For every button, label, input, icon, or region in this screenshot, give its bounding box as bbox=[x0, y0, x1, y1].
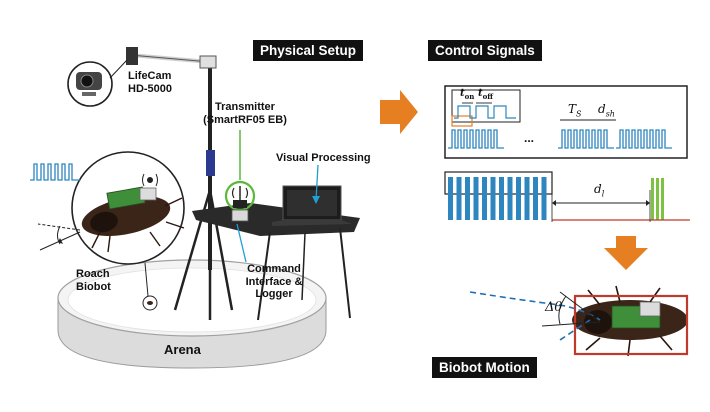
blue-burst-bar bbox=[524, 177, 530, 220]
dl-symbol: d bbox=[594, 182, 602, 196]
down-arrow bbox=[604, 236, 648, 270]
ts-subscript: S bbox=[576, 109, 582, 119]
label-command-interface: Command Interface & Logger bbox=[232, 263, 316, 301]
blue-burst-bar bbox=[448, 177, 453, 220]
label-transmitter: Transmitter (SmartRF05 EB) bbox=[190, 101, 300, 126]
zoomed-pulses bbox=[454, 105, 516, 119]
t-off-symbol: t bbox=[478, 88, 483, 99]
heading-line-b bbox=[541, 321, 601, 327]
blue-burst-bar bbox=[482, 177, 487, 220]
trajectory-branch bbox=[559, 319, 591, 341]
header-control-signals: Control Signals bbox=[428, 40, 542, 61]
t-on-subscript: on bbox=[464, 92, 475, 101]
visual-processing-leader bbox=[315, 164, 319, 201]
label-t-on: ton bbox=[460, 88, 474, 101]
laptop-icon bbox=[272, 185, 352, 226]
green-burst-pulses bbox=[651, 178, 664, 220]
label-roach-line2: Biobot bbox=[76, 280, 111, 293]
label-command-line1: Command bbox=[247, 263, 301, 275]
label-ellipsis: ... bbox=[524, 131, 535, 145]
roach-magnifier bbox=[37, 151, 185, 265]
label-command-line3: Logger bbox=[255, 288, 293, 301]
label-t-off: toff bbox=[478, 88, 493, 101]
label-ts: TS bbox=[568, 102, 582, 119]
green-burst-bar bbox=[656, 178, 659, 220]
header-physical-setup: Physical Setup bbox=[253, 40, 364, 61]
dl-arrow-left-head bbox=[552, 200, 556, 206]
blue-burst-bar bbox=[516, 177, 521, 220]
heading-line-a bbox=[559, 291, 601, 323]
detail-pulse-segment-b bbox=[558, 129, 614, 149]
left-pulse-train bbox=[30, 163, 80, 181]
angle-arc bbox=[558, 295, 567, 325]
magnifier-leader bbox=[144, 262, 149, 297]
label-lifecam: LifeCam HD-5000 bbox=[128, 70, 172, 95]
label-arena: Arena bbox=[164, 342, 201, 357]
label-transmitter-line2: (SmartRF05 EB) bbox=[203, 113, 287, 126]
detail-pulse-segment-a bbox=[448, 129, 504, 149]
label-transmitter-line1: Transmitter bbox=[215, 101, 275, 113]
label-dsh: dsh bbox=[598, 102, 615, 119]
zoom-pulse-segment bbox=[454, 105, 516, 119]
label-dl: dl bbox=[594, 182, 605, 199]
label-roach-line1: Roach bbox=[76, 268, 110, 280]
label-roach-biobot: Roach Biobot bbox=[76, 268, 111, 293]
camera-icon bbox=[67, 59, 128, 107]
biobot-motion-illustration bbox=[572, 285, 689, 357]
command-interface-leader bbox=[236, 223, 247, 263]
blue-burst-bar bbox=[465, 177, 470, 220]
measure-arrows bbox=[462, 102, 616, 121]
label-command-line2: Interface & bbox=[245, 275, 303, 288]
process-arrow bbox=[380, 90, 418, 134]
blue-burst-bar bbox=[507, 177, 513, 220]
dl-subscript: l bbox=[601, 189, 605, 199]
label-lifecam-line1: LifeCam bbox=[128, 70, 172, 82]
label-lifecam-line2: HD-5000 bbox=[128, 82, 173, 95]
header-biobot-motion: Biobot Motion bbox=[432, 357, 537, 378]
transmitter-icon bbox=[224, 130, 256, 222]
ts-symbol: T bbox=[568, 102, 577, 116]
label-visual-processing: Visual Processing bbox=[276, 152, 371, 164]
blue-burst-bar bbox=[533, 177, 538, 220]
roach-on-arena-icon bbox=[142, 295, 158, 311]
detail-pulse-segment-c bbox=[616, 129, 672, 149]
zoom-highlight bbox=[451, 115, 473, 127]
blue-burst-bar bbox=[473, 177, 479, 220]
visual-processing-arrow bbox=[312, 196, 320, 204]
blue-burst-bar bbox=[541, 177, 547, 220]
dsh-subscript: sh bbox=[605, 109, 615, 119]
green-burst-bar bbox=[661, 178, 664, 220]
blue-burst-pulses bbox=[448, 177, 547, 220]
detail-pulse-train bbox=[448, 129, 672, 149]
left-pulse-segment bbox=[30, 163, 80, 181]
label-delta-theta: Δθ bbox=[545, 300, 563, 315]
dsh-symbol: d bbox=[598, 102, 606, 116]
blue-burst-bar bbox=[490, 177, 496, 220]
dl-arrow-right-head bbox=[646, 200, 650, 206]
blue-burst-bar bbox=[456, 177, 462, 220]
t-on-symbol: t bbox=[460, 88, 465, 99]
green-burst-bar bbox=[651, 178, 654, 220]
blue-burst-bar bbox=[499, 177, 504, 220]
t-off-subscript: off bbox=[482, 92, 494, 101]
